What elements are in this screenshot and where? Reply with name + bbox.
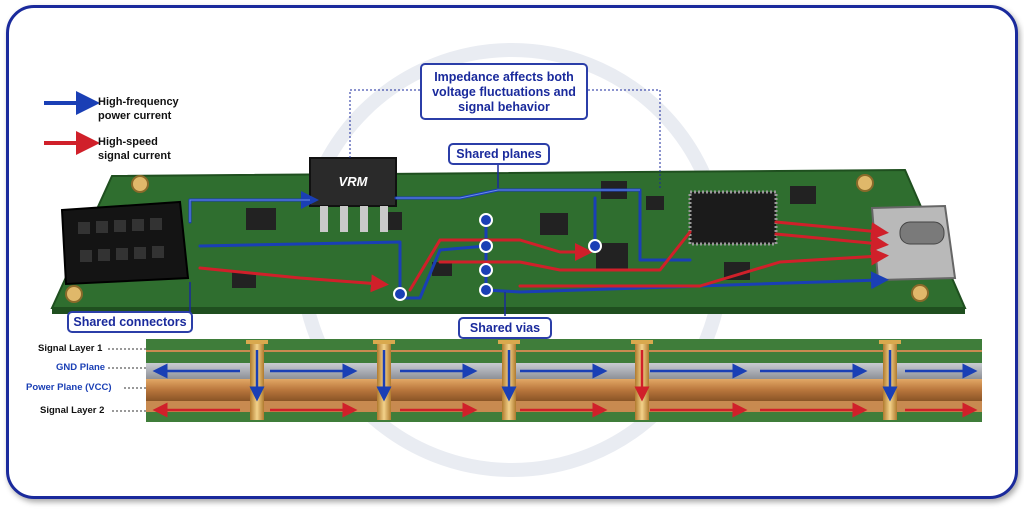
callout-impedance: Impedance affects both voltage fluctuati… xyxy=(420,63,588,120)
pcb-edge xyxy=(52,308,965,314)
callout-impedance-line3: signal behavior xyxy=(458,100,550,114)
callout-shared-vias: Shared vias xyxy=(458,317,552,339)
callout-impedance-line2: voltage fluctuations and xyxy=(432,85,576,99)
callout-shared-planes: Shared planes xyxy=(448,143,550,165)
qfp-chip xyxy=(688,190,778,246)
callout-leaders xyxy=(349,89,661,188)
power-traces-glow xyxy=(189,189,640,222)
stackup-bottom xyxy=(146,412,982,422)
vrm-pins xyxy=(320,206,388,232)
left-connector xyxy=(60,200,190,286)
callout-connectors xyxy=(189,162,506,316)
layer-label-power: Power Plane (VCC) xyxy=(26,382,112,393)
vrm-chip xyxy=(309,157,397,207)
layer-leaders xyxy=(108,348,146,412)
legend-signal-line1: High-speed xyxy=(98,136,158,148)
legend-power-line1: High-frequency xyxy=(98,96,179,108)
callout-shared-connectors: Shared connectors xyxy=(67,311,193,333)
mounting-hole xyxy=(911,284,929,302)
legend-power-label: High-frequency power current xyxy=(98,95,179,123)
vrm-label: VRM xyxy=(339,174,369,189)
left-connector-pins xyxy=(78,218,164,262)
mounting-hole xyxy=(131,175,149,193)
layer-label-signal-1: Signal Layer 1 xyxy=(38,343,103,354)
layer-label-gnd: GND Plane xyxy=(56,362,106,373)
callout-impedance-line1: Impedance affects both xyxy=(434,70,574,84)
mounting-hole xyxy=(856,174,874,192)
mounting-hole xyxy=(65,285,83,303)
right-connector-port xyxy=(899,221,945,245)
legend-signal-label: High-speed signal current xyxy=(98,135,171,163)
legend-power-line2: power current xyxy=(98,110,172,122)
board-vias xyxy=(393,213,602,301)
stackup-via-arrows xyxy=(249,350,898,402)
stackup-core xyxy=(146,379,982,401)
layer-label-signal-2: Signal Layer 2 xyxy=(40,405,105,416)
signal-traces xyxy=(198,220,889,293)
legend-signal-line2: signal current xyxy=(98,150,171,162)
